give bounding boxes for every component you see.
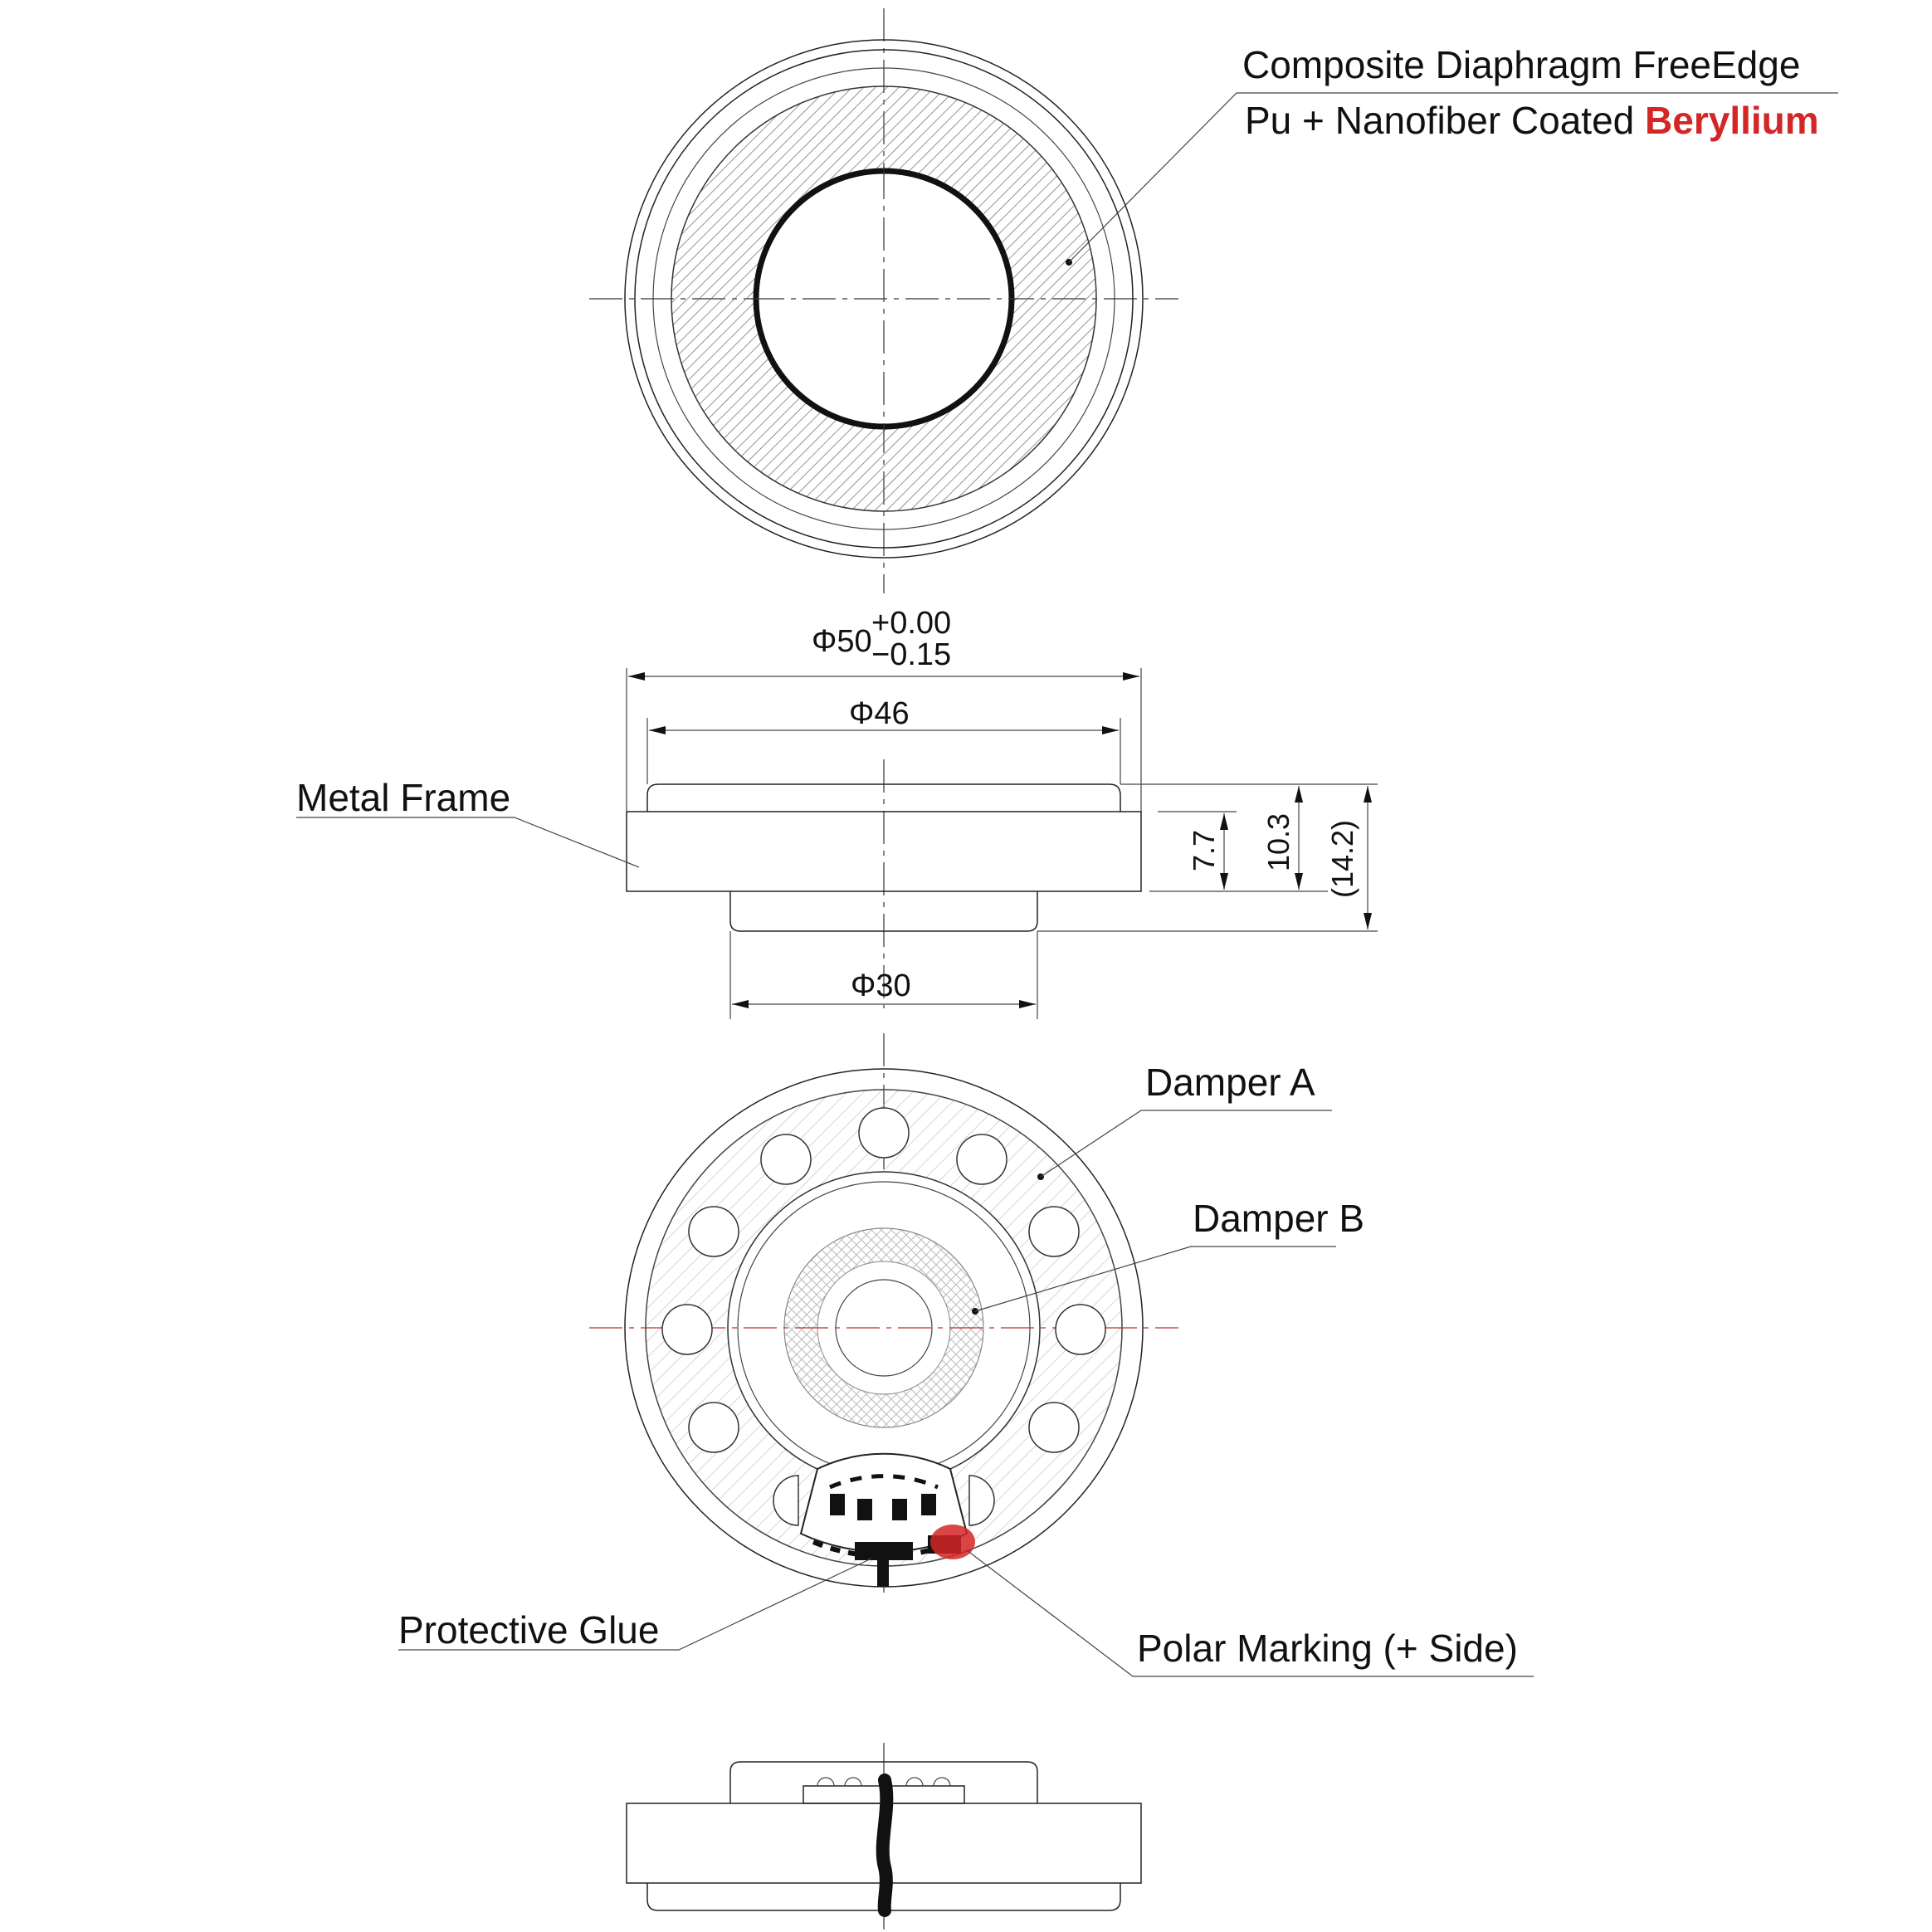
- bottom-boss-profile: [729, 1761, 1038, 1803]
- metal-frame-leader: [296, 817, 640, 868]
- side-view: Φ50 +0.00 −0.15 Φ46 Φ30 7.7 10.3 (14.2) …: [296, 606, 1378, 1019]
- phi50-tolerance-upper: +0.00: [871, 606, 951, 641]
- material-prefix: Pu + Nanofiber Coated: [1245, 99, 1645, 142]
- terminal-pad: [857, 1499, 872, 1520]
- top-rim-inner-edge: [634, 49, 1134, 549]
- diaphragm-callout-line2: Pu + Nanofiber Coated Beryllium: [1245, 99, 1819, 142]
- top-surround-edge: [652, 67, 1115, 530]
- damper-b-leader: [974, 1246, 1336, 1312]
- phi50-tolerance-lower: −0.15: [871, 637, 951, 672]
- vent-hole: [956, 1134, 1007, 1185]
- terminal-bridge: [855, 1542, 913, 1560]
- vent-hole: [1028, 1402, 1080, 1453]
- vent-hole: [760, 1134, 812, 1185]
- lead-wire-exit: [877, 1552, 889, 1587]
- top-view: Composite Diaphragm FreeEdge Pu + Nanofi…: [589, 8, 1838, 593]
- protective-glue-label: Protective Glue: [398, 1608, 659, 1651]
- dim-7-7-label: 7.7: [1187, 830, 1221, 871]
- damper-b-label: Damper B: [1193, 1197, 1364, 1240]
- vent-hole: [1028, 1206, 1080, 1257]
- diaphragm-rim-profile: [646, 783, 1121, 812]
- vent-holes: [661, 1107, 1106, 1526]
- vent-hole: [688, 1206, 739, 1257]
- vent-hole: [688, 1402, 739, 1453]
- vent-hole: [1055, 1304, 1106, 1355]
- terminal-pad: [892, 1499, 907, 1520]
- bottom-side-view: [626, 1743, 1142, 1930]
- terminal-pad: [921, 1494, 936, 1515]
- rear-view: Damper A Damper B Protective Glue Polar …: [398, 1033, 1534, 1677]
- phi30-label: Φ30: [851, 968, 911, 1003]
- vent-hole-half-left: [773, 1475, 799, 1526]
- diaphragm-leader-line: [1068, 92, 1838, 263]
- polar-marking-leader: [966, 1549, 1534, 1677]
- top-outer-rim: [624, 39, 1144, 559]
- lead-wire: [876, 1773, 894, 1917]
- vent-hole-half-right: [968, 1475, 995, 1526]
- terminal-pad: [830, 1494, 845, 1515]
- polar-marking-label: Polar Marking (+ Side): [1137, 1627, 1518, 1670]
- vent-hole: [661, 1304, 713, 1355]
- damper-a-leader: [1040, 1110, 1332, 1178]
- protective-glue-leader: [398, 1558, 872, 1651]
- phi50-label: Φ50: [812, 624, 872, 659]
- polar-marking-dot: [930, 1525, 975, 1559]
- diaphragm-callout-line1: Composite Diaphragm FreeEdge: [1242, 43, 1800, 86]
- dim-10-3-label: 10.3: [1261, 813, 1295, 871]
- metal-frame-body: [626, 811, 1142, 892]
- metal-frame-label: Metal Frame: [296, 776, 510, 819]
- terminal-block: [799, 1452, 975, 1587]
- rear-boss-profile: [729, 891, 1038, 932]
- vent-hole: [858, 1107, 910, 1159]
- beryllium-label: Beryllium: [1645, 99, 1819, 142]
- bottom-terminal-pads: [817, 1777, 951, 1787]
- dim-14-2-label: (14.2): [1325, 820, 1359, 898]
- phi46-label: Φ46: [849, 696, 910, 731]
- damper-a-label: Damper A: [1145, 1061, 1315, 1104]
